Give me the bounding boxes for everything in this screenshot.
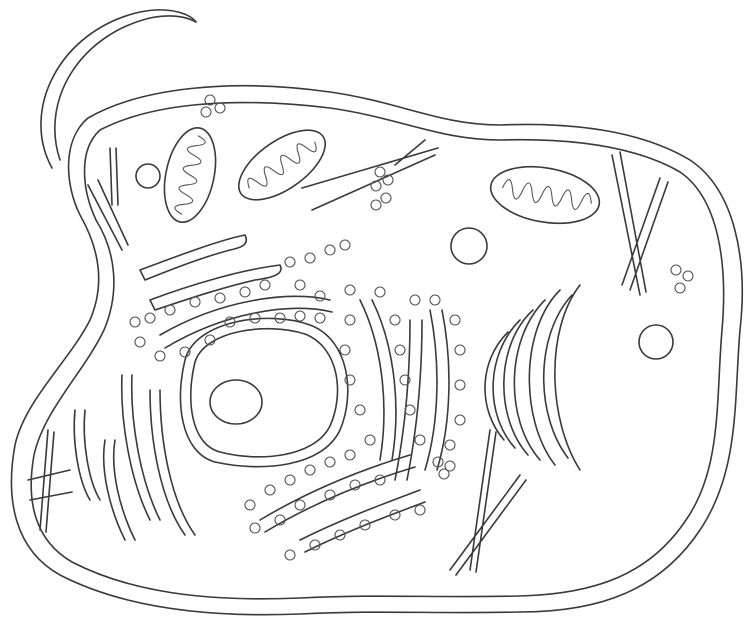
ribosome [444,439,456,451]
ribosome [249,312,261,324]
vacuoles [135,163,674,360]
ribosome [294,499,306,511]
ribosome [304,252,316,264]
ribosome [224,316,236,328]
ribosome [294,310,306,322]
ribosome [274,312,286,324]
ribosome [154,350,166,362]
ribosome [370,199,382,211]
ribosome [304,464,316,476]
ribosome [370,180,382,192]
ribosome [359,519,371,531]
ribosome [294,279,306,291]
ribosome [339,239,351,251]
ribosome [682,270,694,282]
ribosome [214,292,226,304]
ribosome [314,290,326,302]
microtubules [27,139,669,576]
ribosome [438,468,450,480]
ribosome [382,174,394,186]
ribosome [380,192,392,204]
ribosome [274,514,286,526]
ribosome [189,296,201,308]
smooth-er [73,234,282,541]
ribosomes-and-vesicles [129,94,694,561]
ribosome [244,499,256,511]
ribosome [179,346,191,358]
ribosome [409,294,421,306]
nucleus [179,317,349,468]
ribosome [249,522,261,534]
ribosome [144,312,156,324]
ribosome [314,312,326,324]
ribosome [204,334,216,346]
ribosome [284,474,296,486]
ribosome [374,166,386,178]
ribosome [284,256,296,268]
ribosome [134,336,146,348]
ribosome [204,94,216,106]
ribosome [324,456,336,468]
ribosome [354,404,366,416]
ribosome [389,509,401,521]
ribosome [239,286,251,298]
ribosome [284,549,296,561]
ribosome [200,106,212,118]
ribosome [429,294,441,306]
ribosome [454,379,466,391]
ribosome [344,314,356,326]
ribosome [334,529,346,541]
ribosome [444,460,456,472]
rough-er [159,295,450,553]
ribosome [164,304,176,316]
golgi-apparatus [484,284,581,471]
ribosome [414,434,426,446]
ribosome [214,102,226,114]
ribosome [394,344,406,356]
ribosome [344,284,356,296]
ribosome [404,404,416,416]
ribosome [264,484,276,496]
ribosome [670,264,682,276]
ribosome [344,449,356,461]
ribosome [324,244,336,256]
ribosome [129,316,141,328]
ribosome [389,314,401,326]
ribosome [344,374,356,386]
ribosome [364,434,376,446]
ribosome [414,504,426,516]
ribosome [339,344,351,356]
cell-membrane [10,84,743,616]
ribosome [454,414,466,426]
flagellum [40,9,197,169]
ribosome [449,314,461,326]
ribosome [374,286,386,298]
ribosome [349,479,361,491]
mitochondria [163,126,601,225]
ribosome [399,374,411,386]
ribosome [324,489,336,501]
ribosome [674,282,686,294]
ribosome [432,456,444,468]
nucleolus [209,379,263,425]
ribosome [454,344,466,356]
ribosome [259,279,271,291]
ribosome [374,474,386,486]
ribosome [309,539,321,551]
